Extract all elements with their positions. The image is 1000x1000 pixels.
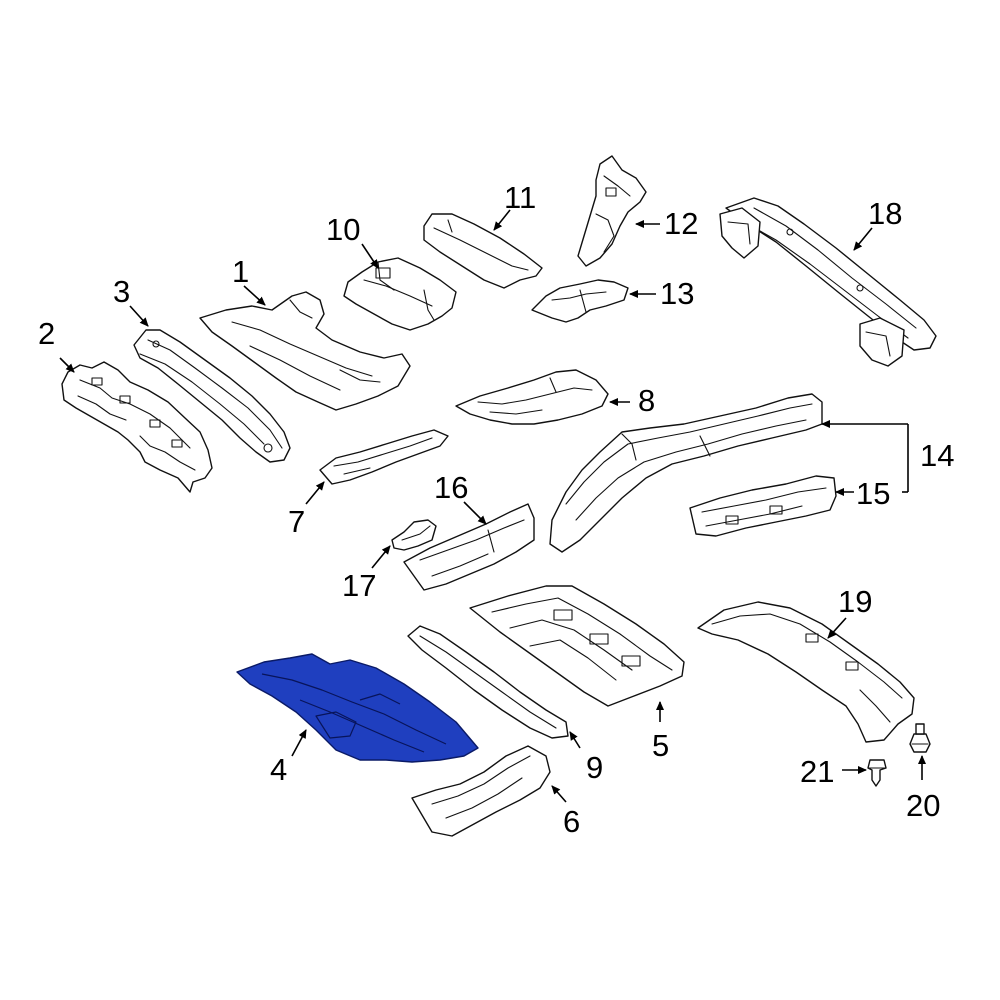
callout-20: 20 <box>906 788 940 823</box>
callout-19: 19 <box>838 584 872 619</box>
part-18-rear-crossmember[interactable] <box>719 197 937 367</box>
callout-2: 2 <box>38 316 55 351</box>
callout-7: 7 <box>288 504 305 539</box>
part-2-panel[interactable] <box>61 361 213 493</box>
callout-6: 6 <box>563 804 580 839</box>
callout-13: 13 <box>660 276 694 311</box>
part-6-rail-section[interactable] <box>411 745 551 837</box>
part-4-floor-pan-highlighted[interactable] <box>236 653 479 763</box>
part-14-main-rail[interactable] <box>549 393 823 553</box>
part-3-side-rail[interactable] <box>133 329 291 463</box>
part-15-rail-extension[interactable] <box>689 475 837 537</box>
callout-21: 21 <box>800 754 834 789</box>
part-1-front-floor[interactable] <box>199 291 411 411</box>
leader-lines <box>59 209 926 803</box>
callout-14: 14 <box>920 438 954 473</box>
callout-12: 12 <box>664 206 698 241</box>
callout-18: 18 <box>868 196 902 231</box>
part-10-bracket[interactable] <box>343 257 457 331</box>
callout-4: 4 <box>270 752 287 787</box>
part-21-push-clip[interactable] <box>867 759 887 787</box>
part-7-rail-section[interactable] <box>319 429 449 485</box>
callout-16: 16 <box>434 470 468 505</box>
callout-1: 1 <box>232 254 249 289</box>
callout-11: 11 <box>504 180 536 215</box>
part-16-panel[interactable] <box>403 503 535 591</box>
callout-5: 5 <box>652 728 669 763</box>
part-13-small-bracket[interactable] <box>531 279 629 323</box>
callout-10: 10 <box>326 212 360 247</box>
callout-17: 17 <box>342 568 376 603</box>
callout-3: 3 <box>113 274 130 309</box>
callout-15: 15 <box>856 476 890 511</box>
part-9-rocker-rail[interactable] <box>407 625 569 739</box>
part-20-bolt[interactable] <box>909 723 931 753</box>
part-5-rear-floor[interactable] <box>469 585 685 707</box>
callout-labels: 1 2 3 4 5 6 7 8 9 10 11 12 13 14 15 16 1… <box>38 180 954 839</box>
callout-9: 9 <box>586 750 603 785</box>
part-11-plate[interactable] <box>423 213 543 289</box>
part-19-wheelhouse-panel[interactable] <box>697 601 915 743</box>
part-12-pillar-bracket[interactable] <box>577 155 647 267</box>
callout-8: 8 <box>638 383 655 418</box>
part-8-floor-panel[interactable] <box>455 369 609 425</box>
part-17-bracket[interactable] <box>391 519 437 551</box>
